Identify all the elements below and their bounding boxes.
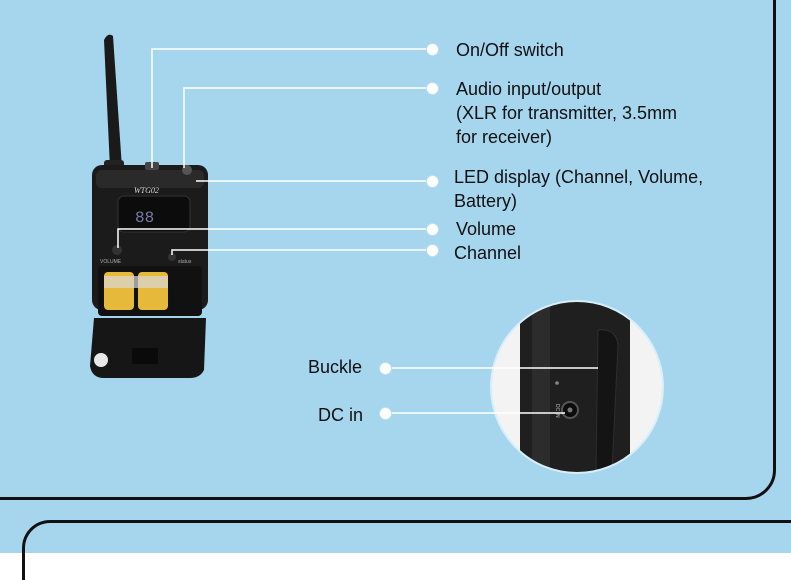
channel-label: Channel <box>454 243 522 263</box>
top-frame-border <box>0 0 776 500</box>
dc-in-label: DC in <box>318 405 364 425</box>
inset-detail: DC IN <box>491 301 663 473</box>
volume-label: Volume <box>456 219 517 239</box>
audio-label-line1: Audio input/output <box>456 79 602 99</box>
cover-latch <box>94 353 108 367</box>
device-illustration: 88 WTG02 VOLUME status DC IN <box>90 34 664 474</box>
leader-lines <box>117 48 598 414</box>
bottom-frame-border <box>22 520 791 580</box>
volume-knob <box>112 245 122 255</box>
audio-label-line2: (XLR for transmitter, 3.5mm <box>456 103 678 123</box>
audio-label-line3: for receiver) <box>456 127 553 147</box>
led-label-line2: Battery) <box>454 191 518 211</box>
on-off-dot <box>427 44 438 55</box>
antenna <box>104 34 122 168</box>
volume-dot <box>427 224 438 235</box>
svg-text:VOLUME: VOLUME <box>100 259 122 265</box>
channel-knob <box>168 253 176 261</box>
buckle-dot <box>380 363 391 374</box>
led-display <box>117 195 191 233</box>
audio-dot <box>427 83 438 94</box>
brand-text: WTG02 <box>134 186 159 195</box>
on-off-label: On/Off switch <box>456 40 564 60</box>
svg-text:status: status <box>178 259 192 265</box>
buckle-clip <box>595 329 619 471</box>
svg-text:DC IN: DC IN <box>554 404 560 418</box>
dc-in-dot <box>380 408 391 419</box>
led-dot <box>427 176 438 187</box>
led-label-line1: LED display (Channel, Volume, <box>454 167 704 187</box>
buckle-label: Buckle <box>308 357 363 377</box>
led-digits: 88 <box>135 209 154 227</box>
channel-dot <box>427 245 438 256</box>
